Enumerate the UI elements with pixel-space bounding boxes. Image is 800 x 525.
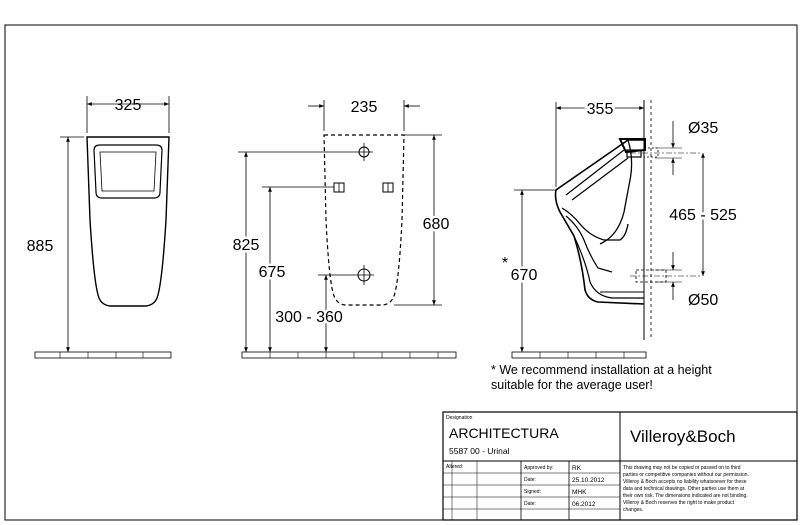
rear-overall-height-dimension: 825 [233,237,260,254]
date-label-1: Date: [524,477,536,483]
date-value-2: 06.2012 [572,501,596,508]
disclaimer-line: parties or competitive companies without… [623,472,749,478]
brand-name: Villeroy&Boch [630,427,736,446]
product-code: 5587 00 - Urinal [449,446,510,456]
front-width-dimension: 325 [115,97,142,114]
installation-note-line-2: suitable for the average user! [491,378,653,392]
rear-outlet-range-dimension: 300 - 360 [275,309,343,326]
disclaimer-line: Villeroy & Boch reserves the right to ma… [623,500,735,506]
disclaimer-line: data and technical drawings. Other parti… [623,486,745,492]
designation-label: Designation [446,415,473,421]
side-rim-marker: * [502,255,508,272]
side-inlet-range-dimension: 465 - 525 [669,207,737,224]
side-view: 355 Ø35 465 - 525 Ø50 * 670 [502,99,740,359]
disclaimer-line: This drawing may not be copied or passed… [623,465,741,471]
side-rim-height-dimension: 670 [511,267,538,284]
installation-note-line-1: * We recommend installation at a height [491,363,712,377]
side-outlet-diameter-dimension: Ø50 [688,292,718,309]
rear-top-width-dimension: 235 [351,99,378,116]
title-block: Designation ARCHITECTURA 5587 00 - Urina… [442,411,798,521]
fixing-bracket-right-icon [382,182,394,193]
fixing-bracket-left-icon [333,182,345,193]
drawing-frame [4,24,798,521]
disclaimer-text: This drawing may not be copied or passed… [623,465,749,513]
front-height-dimension: 885 [27,238,54,255]
disclaimer-line: changes. [623,507,643,513]
product-name: ARCHITECTURA [449,425,559,441]
approved-by-value: RK [572,465,582,472]
disclaimer-line: their own risk. The dimensions indicated… [623,493,748,499]
urinal-front-bowl-inner [99,151,157,192]
rear-inlet-height-dimension: 680 [423,216,450,233]
signed-value: MHK [572,489,587,496]
disclaimer-line: Villeroy & Boch accepts no liability wha… [623,479,747,485]
front-view: 325 885 [27,96,172,359]
altered-label: Altered: [446,464,463,470]
date-value-1: 25.10.2012 [572,477,605,484]
rear-view: 235 825 675 300 - 360 680 [230,99,457,359]
urinal-side-outline [554,139,645,305]
urinal-side-bowl [561,207,629,241]
urinal-front-bowl-opening [93,144,163,199]
signed-label: Signed: [524,489,541,495]
rear-mid-height-dimension: 675 [259,264,286,281]
urinal-front-outline [86,136,170,307]
side-inlet-diameter-dimension: Ø35 [688,120,718,137]
side-depth-dimension: 355 [587,101,614,118]
approved-by-label: Approved by: [524,465,553,471]
date-label-2: Date: [524,501,536,507]
